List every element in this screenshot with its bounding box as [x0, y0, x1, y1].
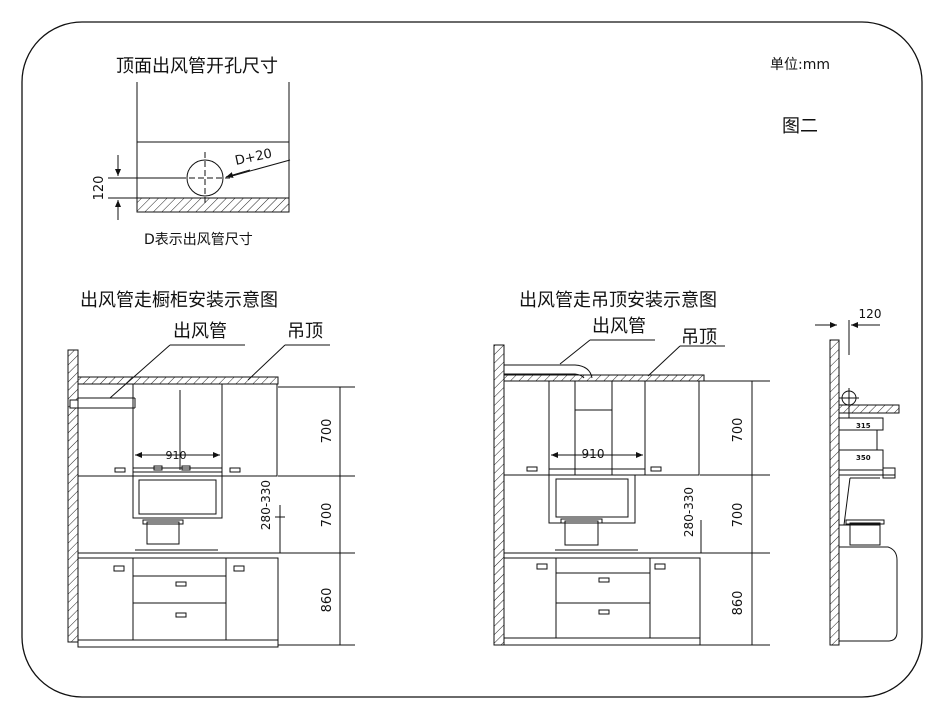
side-dim-350: 350	[856, 454, 871, 462]
left-dim-lower: 860	[320, 588, 335, 613]
right-wall	[493, 344, 505, 646]
top-dim-120: 120	[92, 176, 107, 201]
hole-size-label: D+20	[234, 146, 274, 168]
left-ceiling	[77, 376, 279, 385]
left-diagram-title: 出风管走橱柜安装示意图	[80, 290, 278, 311]
figure-label: 图二	[782, 116, 818, 137]
left-width-dim: 910	[166, 449, 187, 462]
right-range-hood	[548, 474, 636, 524]
side-dim-315: 315	[856, 422, 871, 430]
left-installation	[67, 344, 355, 648]
right-dim-middle: 700	[731, 503, 746, 528]
right-width-dim: 910	[582, 447, 605, 461]
top-section-caption: D表示出风管尺寸	[144, 232, 253, 248]
left-dim-upper: 700	[320, 419, 335, 444]
right-ceiling-label: 吊顶	[681, 327, 717, 348]
right-installation	[493, 339, 770, 646]
left-range-hood	[132, 475, 223, 519]
right-ceiling	[503, 374, 705, 382]
left-gap-dim: 280-330	[259, 480, 273, 530]
side-view	[815, 320, 900, 646]
side-dim-120: 120	[859, 307, 882, 321]
right-dim-lower: 860	[731, 591, 746, 616]
outer-frame	[21, 21, 923, 698]
right-diagram-title: 出风管走吊顶安装示意图	[519, 290, 717, 311]
left-dim-middle: 700	[320, 503, 335, 528]
top-section-title: 顶面出风管开孔尺寸	[116, 56, 278, 77]
unit-label: 单位:mm	[770, 57, 830, 73]
top-hole-detail	[108, 82, 291, 220]
right-duct-label: 出风管	[592, 316, 646, 337]
left-ceiling-label: 吊顶	[287, 321, 323, 342]
right-gap-dim: 280-330	[682, 487, 696, 537]
left-wall	[67, 349, 79, 643]
right-dim-upper: 700	[731, 418, 746, 443]
duct-hole	[186, 159, 224, 197]
left-duct-label: 出风管	[173, 321, 227, 342]
